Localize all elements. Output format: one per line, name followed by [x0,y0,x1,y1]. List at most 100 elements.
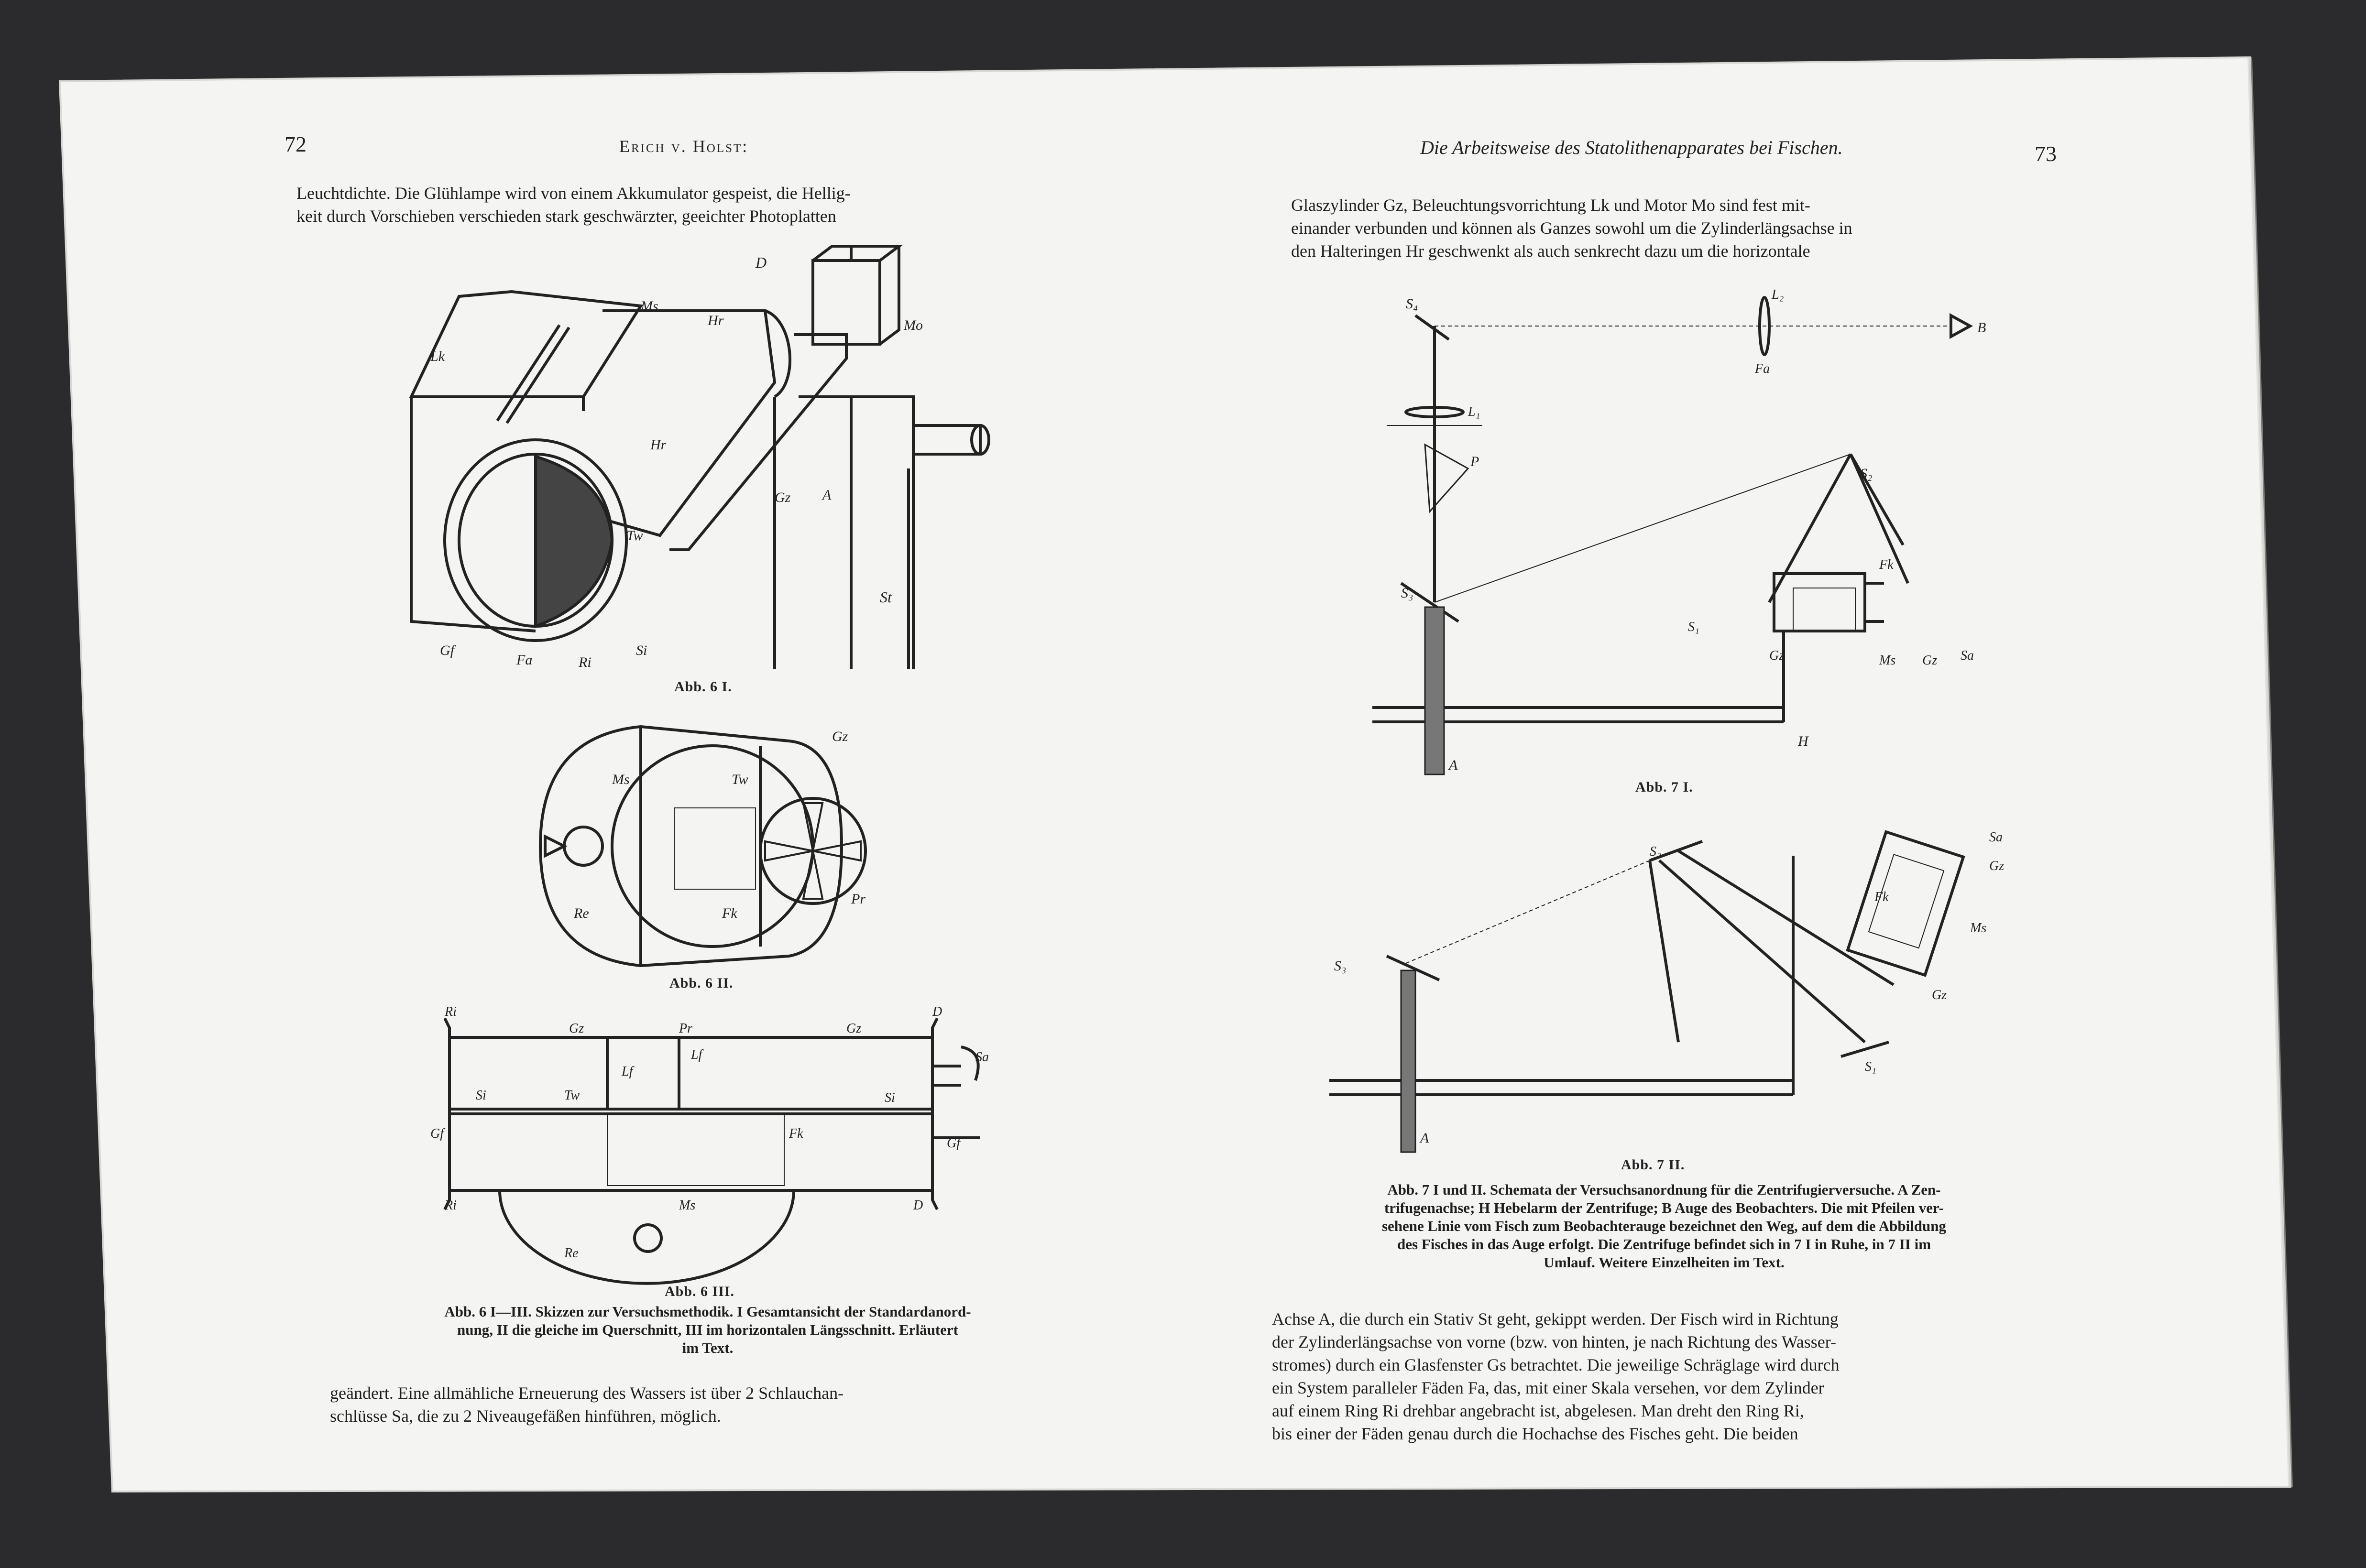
label-Ms: Ms [612,772,630,787]
left-page-number: 72 [285,132,307,156]
left-top-text: Leuchtdichte. Die Glühlampe wird von ein… [296,182,1090,228]
label-Ri: Ri [578,654,592,669]
label-St: St [880,588,892,606]
left-running-head: Erich v. Holst: [619,137,749,156]
label-D: D [755,254,767,271]
label-A: A [1448,757,1458,773]
label-Fa: Fa [1754,361,1770,376]
label-Gz: Gz [832,729,848,744]
label-L1: L₁ [1468,404,1480,419]
label-L2: L₂ [1771,287,1784,302]
text-line: Leuchtdichte. Die Glühlampe wird von ein… [296,184,851,203]
figure-6-2-label: Abb. 6 II. [669,975,734,991]
label-Si: Si [636,642,647,658]
label-S3: S₃ [1401,585,1413,601]
figure-7-1-schema-rest: S₄ L₂ B Fa L₁ P S₂ S₃ Fk S₁ Gz Ms Gz Sa … [1372,287,1986,775]
label-Tw: Tw [626,528,643,544]
label-Gz-left: Gz [569,1021,584,1036]
label-Gz-right: Gz [846,1021,861,1036]
caption-line: Abb. 7 I und II. Schemata der Versuchsan… [1387,1181,1941,1198]
right-top-text: Glaszylinder Gz, Beleuchtungsvorrichtung… [1291,194,2075,262]
right-bottom-text: Achse A, die durch ein Stativ St geht, g… [1272,1307,2066,1445]
figure-7-2-label: Abb. 7 II. [1621,1157,1685,1173]
label-Lf-left: Lf [621,1064,635,1079]
label-Gz-left: Gz [1769,648,1784,663]
right-page-number: 73 [2035,142,2057,166]
label-Fk: Fk [1874,890,1889,904]
label-Si-right: Si [885,1090,895,1105]
text-line: schlüsse Sa, die zu 2 Niveaugefäßen hinf… [330,1406,721,1426]
text-line: Achse A, die durch ein Stativ St geht, g… [1272,1309,1839,1328]
label-Ms: Ms [679,1198,695,1213]
figure-6-3-label: Abb. 6 III. [665,1284,735,1299]
label-Gf-left: Gf [430,1126,445,1141]
text-line: auf einem Ring Ri drehbar angebracht ist… [1272,1401,1804,1420]
figure-6-2-cross-section: Gz Ms Tw Pr Re Fk [538,725,867,968]
label-S2: S₂ [1650,844,1661,859]
label-Ms: Ms [1970,921,1986,936]
label-Re: Re [573,905,589,921]
label-P: P [1470,454,1479,469]
label-A: A [822,487,832,503]
text-line: der Zylinderlängsachse von vorne (bzw. v… [1272,1332,1837,1351]
label-Gz-top: Gz [1989,859,2004,873]
right-figure-caption: Abb. 7 I und II. Schemata der Versuchsan… [1272,1181,2056,1272]
label-Ri-top: Ri [444,1004,457,1019]
text-line: stromes) durch ein Glasfenster Gs betrac… [1272,1355,1840,1374]
label-D-bottom: D [913,1198,923,1213]
label-Ms: Ms [640,298,658,314]
label-Mo: Mo [903,317,923,333]
figure-6-3-longitudinal-section: Ri Gz Pr Gz D Lf Lf Sa Si Tw Si Gf Gf Fk… [430,1004,989,1285]
label-H: H [1797,733,1809,749]
label-Sa: Sa [1961,648,1974,663]
label-Gf: Gf [440,642,456,658]
label-A: A [1419,1130,1429,1146]
text-line: Glaszylinder Gz, Beleuchtungsvorrichtung… [1291,196,1810,215]
text-line: geändert. Eine allmähliche Erneuerung de… [330,1383,844,1403]
label-S4: S₄ [1406,296,1418,312]
text-line: ein System paralleler Fäden Fa, das, mit… [1272,1378,1824,1397]
caption-line: Umlauf. Weitere Einzelheiten im Text. [1544,1254,1785,1271]
label-Gf-right: Gf [947,1136,962,1151]
label-Lk: Lk [430,348,445,364]
label-Ms: Ms [1879,653,1895,668]
label-Sa: Sa [975,1050,989,1065]
label-Pr: Pr [851,891,865,907]
caption-line: trifugenachse; H Hebelarm der Zentrifuge… [1384,1199,1944,1216]
figure-7-2-schema-rotation: Sa S₂ Gz Fk Ms S₃ Gz S₁ A [1329,830,2004,1153]
left-bottom-text: geändert. Eine allmähliche Erneuerung de… [330,1382,1114,1427]
label-Ri-bottom: Ri [444,1198,457,1213]
label-Sa: Sa [1989,830,2003,845]
label-Tw: Tw [732,772,748,787]
caption-line: Abb. 6 I—III. Skizzen zur Versuchsmethod… [444,1303,971,1320]
label-Si-left: Si [476,1088,486,1103]
left-figure-caption: Abb. 6 I—III. Skizzen zur Versuchsmethod… [316,1303,1100,1357]
text-line: keit durch Vorschieben verschieden stark… [296,207,836,226]
label-Gz-bottom: Gz [1932,988,1947,1002]
label-Tw: Tw [564,1088,580,1103]
label-B: B [1977,320,1986,336]
caption-line: des Fisches in das Auge erfolgt. Die Zen… [1397,1236,1931,1252]
text-line: den Halteringen Hr geschwenkt als auch s… [1291,241,1810,261]
caption-line: nung, II die gleiche im Querschnitt, III… [457,1321,958,1338]
label-Re: Re [564,1246,579,1261]
label-Hr-bottom: Hr [650,437,667,453]
label-Hr-top: Hr [707,313,724,328]
label-Fa: Fa [516,652,532,668]
label-Fk: Fk [722,905,737,921]
label-Lf-right: Lf [690,1047,704,1062]
figure-6-1-apparatus: D Ms Hr Mo Lk Hr Gz A Tw St Gf Fa Ri Si [409,245,990,669]
label-Gz-right: Gz [1922,653,1937,668]
label-Gz: Gz [775,490,791,505]
caption-line: im Text. [682,1339,734,1356]
label-S3: S₃ [1334,958,1346,974]
caption-line: sehene Linie vom Fisch zum Beobachteraug… [1381,1218,1947,1234]
label-S1: S₁ [1865,1059,1876,1074]
label-D-top: D [932,1004,942,1019]
figure-7-1-label: Abb. 7 I. [1635,779,1693,795]
label-Pr: Pr [679,1021,692,1036]
text-line: einander verbunden und können als Ganzes… [1291,218,1852,238]
label-S2: S₂ [1860,466,1872,481]
